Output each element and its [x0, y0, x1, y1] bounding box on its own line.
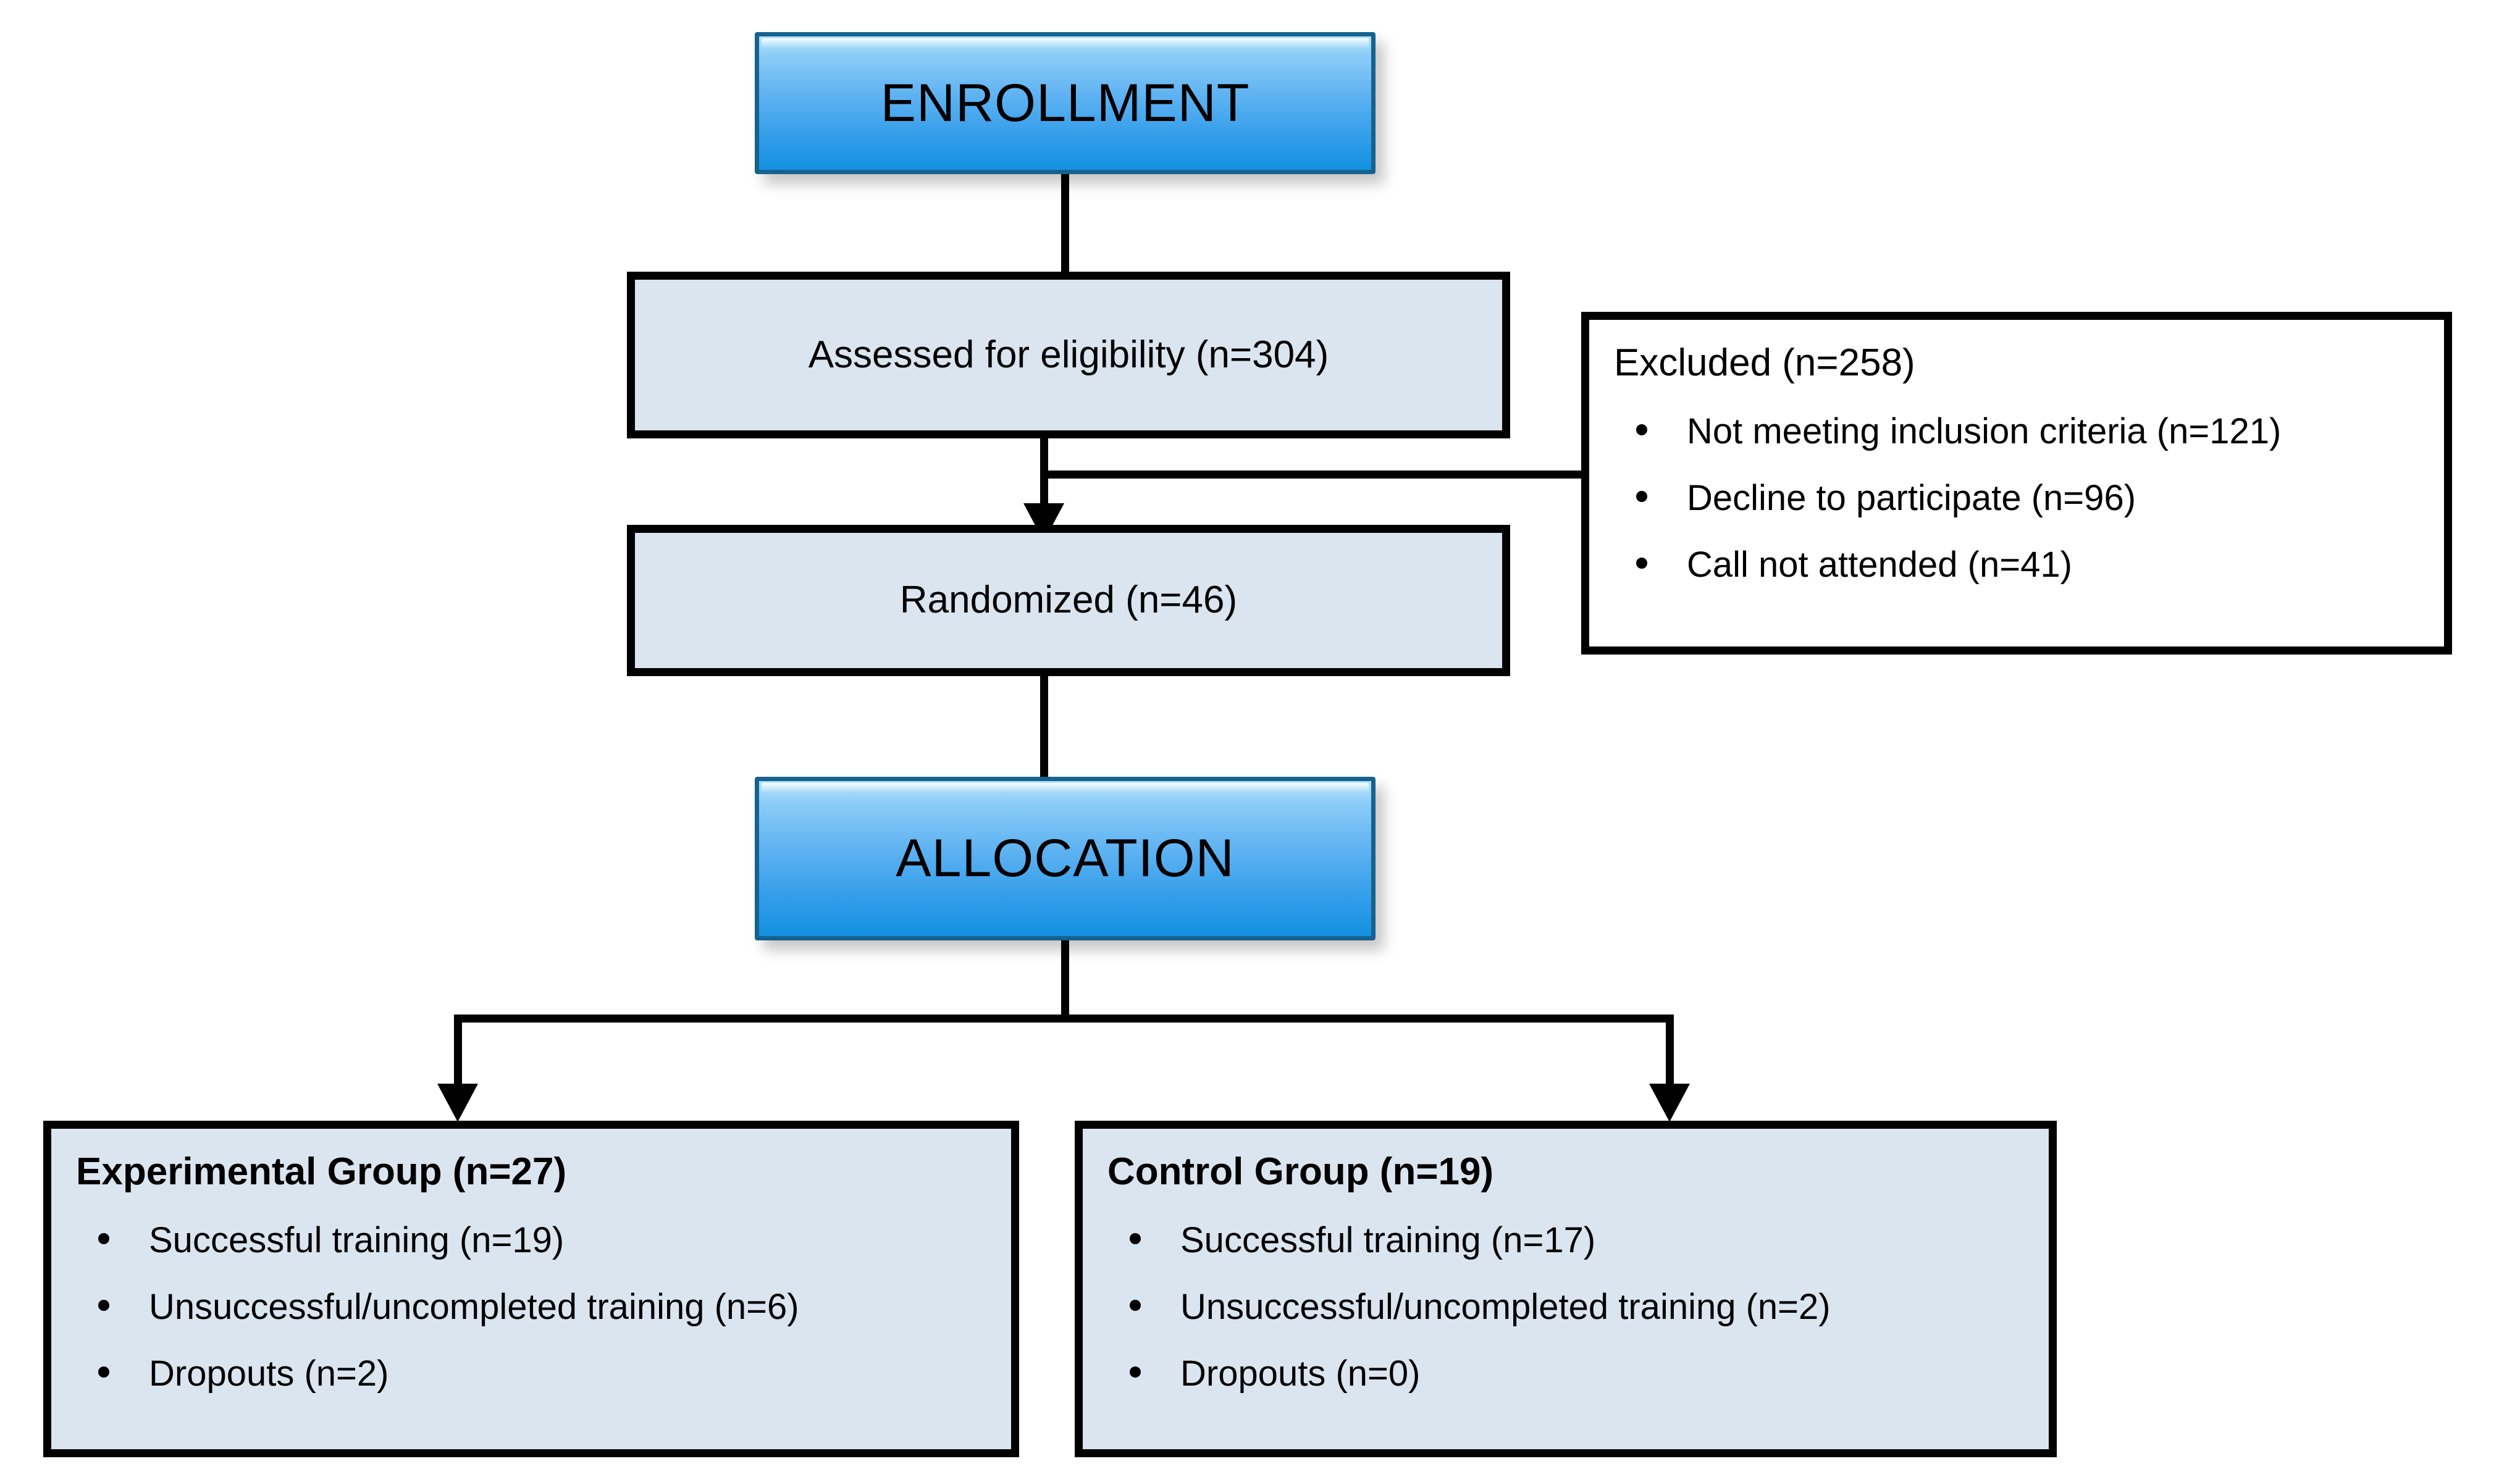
list-item: Successful training (n=17): [1107, 1221, 2024, 1260]
bullet-icon: [98, 1233, 109, 1245]
arrowhead-allocation-to-experimental: [437, 1084, 478, 1122]
node-experimental-group: Experimental Group (n=27) Successful tra…: [43, 1121, 1019, 1457]
node-control-group: Control Group (n=19) Successful training…: [1075, 1121, 2057, 1457]
list-item-label: Not meeting inclusion criteria (n=121): [1687, 411, 2282, 452]
bullet-icon: [1636, 557, 1647, 569]
list-item-label: Dropouts (n=0): [1180, 1353, 1421, 1394]
node-randomized-text: Randomized (n=46): [899, 579, 1238, 622]
node-control-group-title: Control Group (n=19): [1107, 1150, 1494, 1193]
phase-banner-allocation: ALLOCATION: [755, 777, 1376, 940]
list-item-label: Unsuccessful/uncompleted training (n=2): [1180, 1287, 1831, 1328]
list-item: Successful training (n=19): [76, 1221, 986, 1260]
connector-randomized-to-allocation: [1040, 676, 1048, 781]
bullet-icon: [1636, 424, 1647, 436]
bullet-icon: [1130, 1233, 1141, 1245]
list-item: Unsuccessful/uncompleted training (n=6): [76, 1287, 986, 1327]
phase-banner-enrollment: ENROLLMENT: [755, 32, 1376, 174]
arrowhead-allocation-to-control: [1649, 1084, 1690, 1122]
connector-allocation-split-bar: [454, 1015, 1674, 1023]
list-item: Dropouts (n=0): [1107, 1354, 2024, 1394]
node-experimental-group-list: Successful training (n=19) Unsuccessful/…: [76, 1221, 986, 1393]
phase-banner-enrollment-label: ENROLLMENT: [880, 73, 1250, 133]
list-item-label: Call not attended (n=41): [1687, 544, 2072, 585]
list-item-label: Unsuccessful/uncompleted training (n=6): [149, 1287, 799, 1328]
node-control-group-list: Successful training (n=17) Unsuccessful/…: [1107, 1221, 2024, 1393]
list-item-label: Successful training (n=19): [149, 1220, 565, 1261]
node-experimental-group-title: Experimental Group (n=27): [76, 1150, 567, 1193]
list-item: Call not attended (n=41): [1614, 545, 2419, 585]
bullet-icon: [1130, 1299, 1141, 1311]
node-assessed-for-eligibility-text: Assessed for eligibility (n=304): [808, 333, 1329, 376]
node-randomized: Randomized (n=46): [627, 525, 1510, 676]
bullet-icon: [1130, 1366, 1141, 1378]
list-item: Dropouts (n=2): [76, 1354, 986, 1394]
bullet-icon: [98, 1299, 109, 1311]
node-excluded-title: Excluded (n=258): [1614, 341, 1915, 384]
list-item: Unsuccessful/uncompleted training (n=2): [1107, 1287, 2024, 1327]
list-item: Decline to participate (n=96): [1614, 479, 2419, 518]
list-item-label: Successful training (n=17): [1180, 1220, 1596, 1261]
node-excluded: Excluded (n=258) Not meeting inclusion c…: [1581, 312, 2452, 655]
phase-banner-allocation-label: ALLOCATION: [896, 829, 1235, 888]
connector-allocation-stem: [1061, 940, 1069, 1021]
connector-enrollment-to-assessed: [1061, 174, 1069, 273]
list-item-label: Dropouts (n=2): [149, 1353, 389, 1394]
node-assessed-for-eligibility: Assessed for eligibility (n=304): [627, 272, 1510, 438]
list-item: Not meeting inclusion criteria (n=121): [1614, 412, 2419, 451]
bullet-icon: [1636, 490, 1647, 502]
node-excluded-list: Not meeting inclusion criteria (n=121) D…: [1614, 412, 2419, 584]
bullet-icon: [98, 1366, 109, 1378]
list-item-label: Decline to participate (n=96): [1687, 478, 2136, 519]
